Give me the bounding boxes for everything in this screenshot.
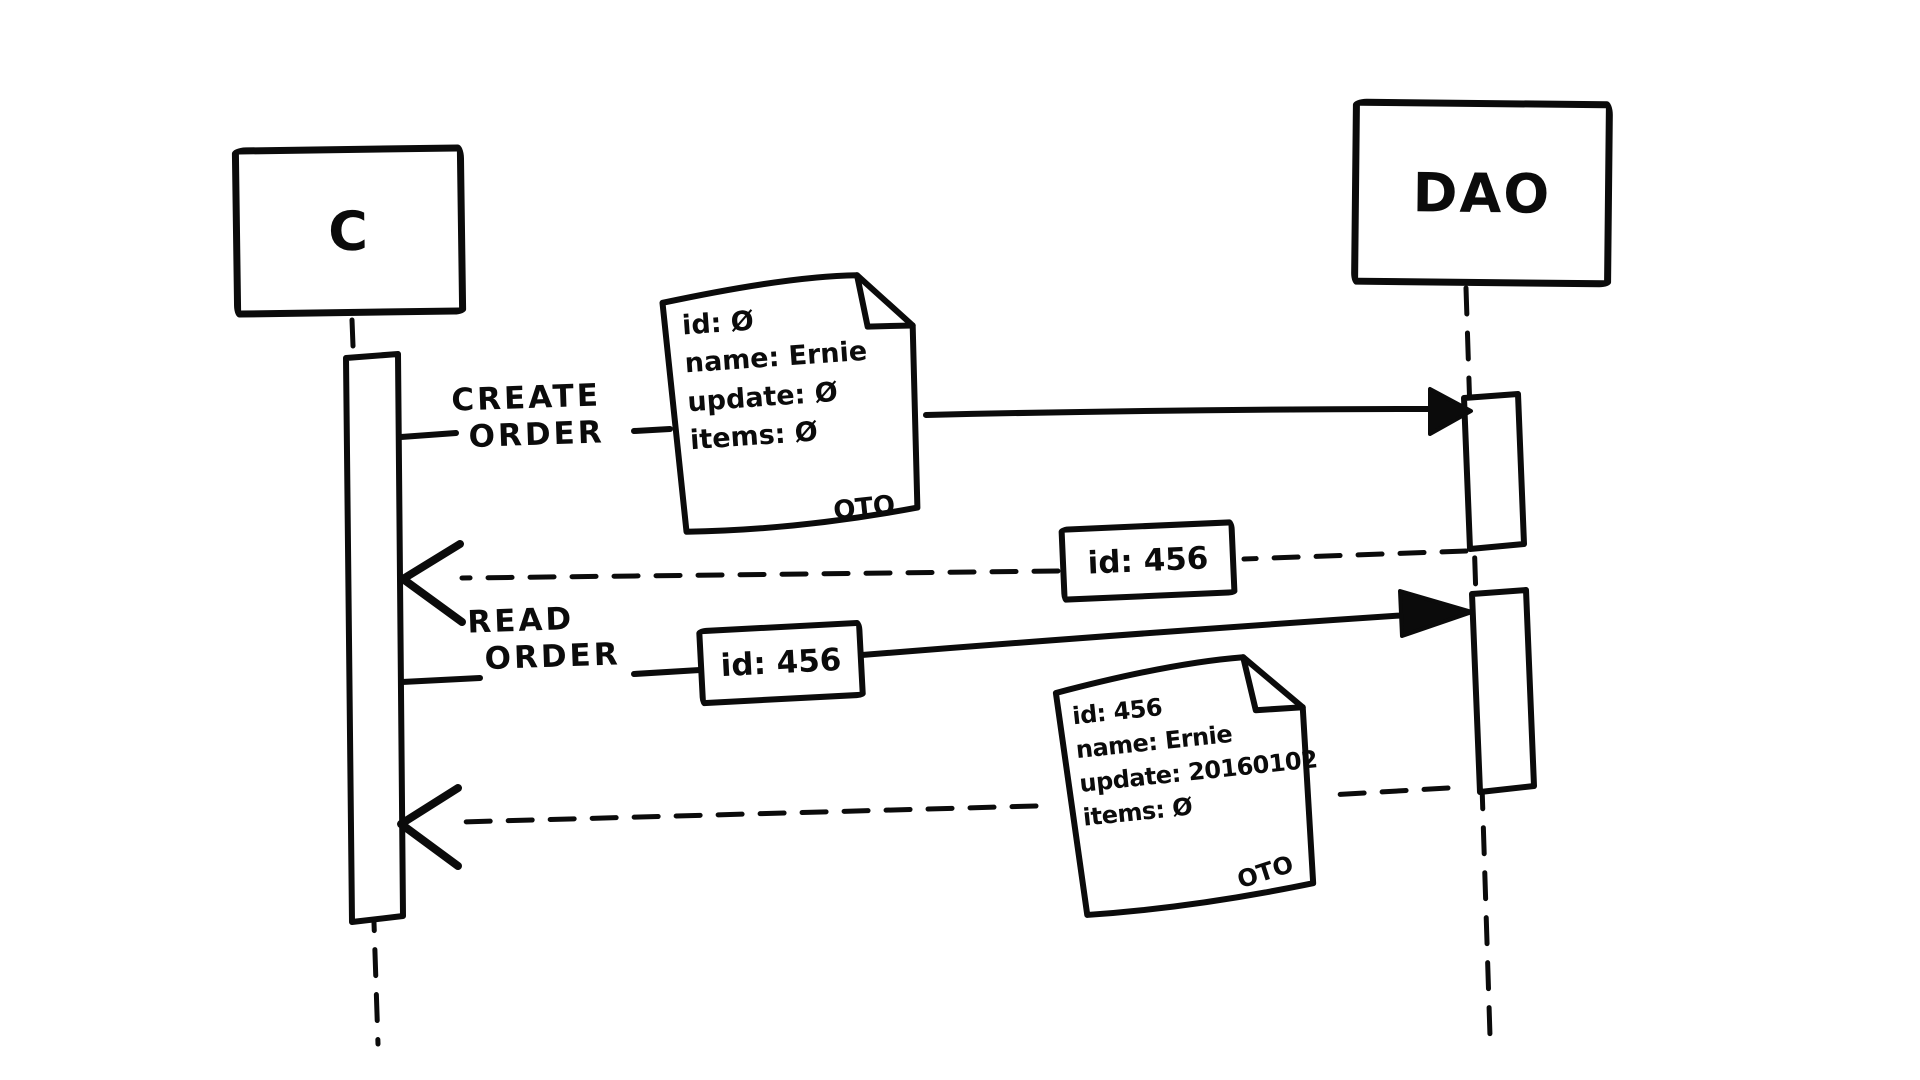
message-create-return-line — [459, 548, 1469, 581]
filled-arrowhead-icon — [1428, 387, 1473, 436]
actor-label-dao: DAO — [1412, 160, 1552, 226]
message-read-order-line — [399, 610, 1441, 685]
note-read-dto: id: 456 name: Ernie update: 20160102 ite… — [1039, 639, 1331, 927]
note-corner-label: OTO — [831, 490, 897, 527]
argument-box-read: id: 456 — [696, 619, 866, 707]
note-fold-icon — [854, 272, 916, 330]
argument-text: id: 456 — [719, 641, 843, 685]
message-label-line: READ — [466, 600, 575, 641]
filled-arrowhead-icon — [1398, 589, 1474, 638]
actor-label-client: C — [327, 199, 371, 263]
message-label-read-order: READ ORDER — [467, 599, 622, 679]
note-fold-icon — [1240, 654, 1306, 714]
message-create-order-line — [398, 406, 1437, 440]
note-text: id: 456 name: Ernie update: 20160102 ite… — [1071, 675, 1323, 836]
return-value-text: id: 456 — [1086, 540, 1210, 582]
open-arrowhead-icon — [399, 540, 466, 626]
open-arrowhead-icon — [397, 784, 462, 870]
return-value-box-create: id: 456 — [1058, 519, 1238, 603]
activation-bar-client — [343, 351, 406, 925]
activation-bar-dao-2 — [1469, 587, 1537, 795]
note-outline — [1052, 654, 1317, 918]
actor-box-dao: DAO — [1351, 98, 1613, 288]
activation-bar-dao-1 — [1461, 391, 1527, 552]
message-label-line: CREATE — [450, 377, 602, 419]
actor-box-client: C — [231, 144, 467, 318]
message-label-create-order: CREATE ORDER — [451, 377, 606, 457]
message-label-line: ORDER — [468, 414, 606, 456]
note-create-dto: id: Ø name: Ernie update: Ø items: Ø OTO — [649, 259, 938, 553]
message-read-return-line — [457, 785, 1451, 825]
note-text: id: Ø name: Ernie update: Ø items: Ø — [681, 295, 874, 461]
note-outline — [659, 272, 921, 535]
message-label-line: ORDER — [484, 636, 622, 678]
